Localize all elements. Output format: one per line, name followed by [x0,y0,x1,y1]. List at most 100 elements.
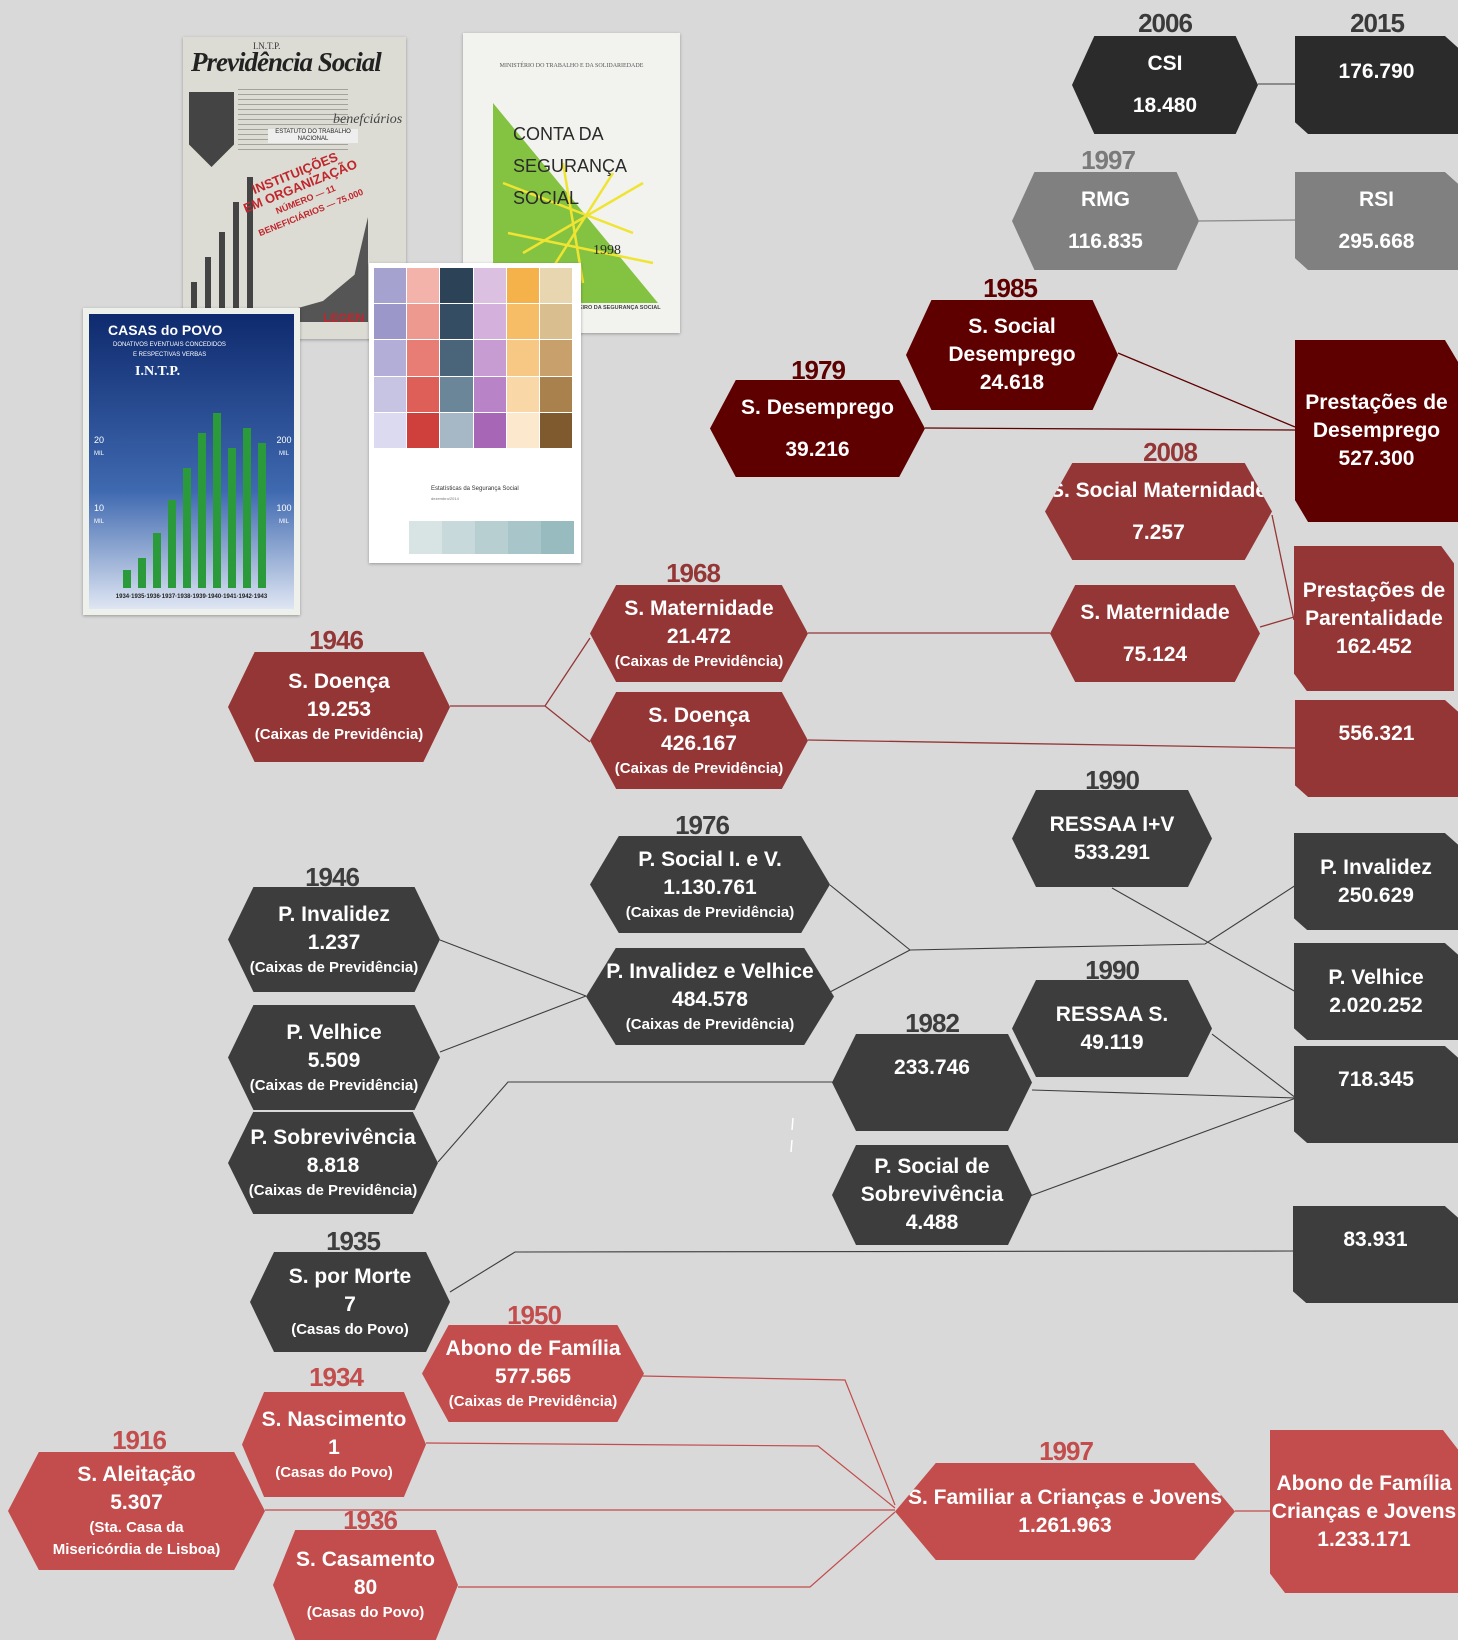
node-value: 1 [328,1435,340,1459]
year-nasc: 1934 [309,1362,364,1392]
connector-sd-prest [924,427,1296,431]
palette-swatch [506,268,539,304]
cp-intp: I.N.T.P. [135,364,181,379]
dash-mark [790,1117,794,1153]
palette-swatch [539,304,572,340]
node-value: 162.452 [1336,634,1412,658]
node-value: 527.300 [1338,447,1415,470]
year-smat: 1968 [666,558,721,588]
cp-left-tick: MIL [93,451,104,457]
year-sdoenca: 1946 [309,625,364,655]
node-prest-parentalidade: Prestações de Parentalidade 162.452 [1294,546,1454,691]
node-sub: (Casas do Povo) [275,1463,393,1481]
node-title: S. Maternidade [624,596,774,620]
palette-swatch [407,304,440,340]
node-title: P. Social I. e V. [638,847,782,871]
palette-swatch [473,340,506,376]
thumbnail-casas-do-povo: CASAS do POVO DONATIVOS EVENTUAIS CONCED… [83,308,300,615]
node-title-1: Abono de Família [1276,1471,1452,1495]
node-title: S. por Morte [288,1265,412,1288]
cp-right-tick: 100 [276,503,292,513]
node-ressaa-iv: RESSAA I+V 533.291 [1012,790,1212,887]
node-s-casamento: S. Casamento 80 (Casas do Povo) [273,1530,458,1640]
cp-title: CASAS do POVO [108,322,223,338]
estat-date: dezembro/2014 [431,496,459,501]
year-rmg: 1997 [1081,145,1136,175]
node-sobrevivencia-2015: 718.345 [1294,1046,1458,1143]
cp-right-tick: 200 [276,435,292,445]
year-ressaa-s: 1990 [1085,955,1140,985]
palette-swatch [473,304,506,340]
node-title-2: Desemprego [1312,419,1441,442]
palette-swatch [506,340,539,376]
node-title-1: S. Social [968,315,1056,338]
node-value: 4.488 [905,1211,959,1234]
cp-right-tick: MIL [278,519,289,525]
connector-pvelhice46-piv [439,995,587,1053]
year-psiv: 1976 [675,810,730,840]
palette-swatch [506,304,539,340]
palette-swatch [407,268,440,304]
palette-swatch [440,304,473,340]
node-value: 426.167 [661,731,737,755]
node-value: 24.618 [979,371,1045,394]
node-sub: (Caixas de Previdência) [249,1076,419,1094]
node-value: 116.835 [1068,230,1143,253]
node-title: P. Velhice [1328,965,1424,989]
node-value: 295.668 [1338,230,1415,253]
palette-swatch [407,340,440,376]
node-value: 1.261.963 [1018,1513,1112,1537]
palette-swatch [440,268,473,304]
thumb-badge: INSTITUIÇÕES EM ORGANIZAÇÃO NÚMERO — 11 … [232,143,374,244]
node-title: Abono de Família [445,1336,621,1360]
palette-swatch [473,376,506,412]
node-title-2: Crianças e Jovens [1271,1499,1457,1523]
year-pinv: 1946 [305,862,360,892]
node-ressaa-s: RESSAA S. 49.119 [1012,980,1212,1077]
node-value: 49.119 [1080,1030,1144,1054]
palette-swatch [539,340,572,376]
palette-swatch [374,268,407,304]
node-value: 83.931 [1343,1227,1408,1251]
year-ssd: 1985 [983,273,1038,303]
node-value: 80 [353,1576,378,1599]
node-p-invalidez-velhice: P. Invalidez e Velhice 484.578 (Caixas d… [586,948,834,1045]
thumb-shield-icon [189,92,234,167]
node-value: 19.253 [306,698,372,721]
node-title: P. Invalidez [278,902,390,926]
node-sub: (Caixas de Previdência) [248,1182,418,1199]
year-morte: 1935 [326,1226,381,1256]
connector-psobrev-1982 [437,1081,835,1163]
cp-sub1: DONATIVOS EVENTUAIS CONCEDIDOS [113,342,226,348]
conta-year: 1998 [593,243,621,258]
node-title: S. Doença [288,670,390,693]
node-rmg: RMG 116.835 [1012,172,1199,270]
conta-title-line2: SEGURANÇA [513,156,628,176]
node-title: S. Desemprego [741,395,894,419]
conta-footer: FINANCEIRO DA SEGURANÇA SOCIAL [558,305,661,311]
node-value: 2.020.252 [1329,993,1423,1017]
node-sub: (Caixas de Previdência) [625,903,795,921]
node-ss-desemprego: S. Social Desemprego 24.618 [906,300,1118,410]
conta-title: CONTA DA SEGURANÇA SOCIAL [513,118,627,214]
palette-swatch [374,340,407,376]
thumb-title: Previdência Social [191,47,382,77]
node-value: 250.629 [1338,883,1414,907]
node-p-social-sobrevivencia: P. Social de Sobrevivência 4.488 [832,1145,1032,1245]
connector-pinv46-piv [439,939,587,997]
node-title: S. Casamento [296,1548,435,1571]
node-ss-maternidade: S. Social Maternidade 7.257 [1045,463,1272,560]
cp-sub2: E RESPECTIVAS VERBAS [133,352,207,358]
connector-nasc-sfcj [425,1442,896,1509]
palette-swatch [374,412,407,448]
node-sub: (Caixas de Previdência) [614,652,784,670]
connector-sdoenca68-2015 [807,739,1296,749]
cp-left-axis: 20 MIL 10 MIL [91,433,107,529]
node-title: RSI [1358,188,1394,211]
palette-swatch [407,412,440,448]
node-s-doenca-1968: S. Doença 426.167 (Caixas de Previdência… [590,692,808,789]
palette-swatch [473,268,506,304]
palette-swatch [539,376,572,412]
node-title: S. Aleitação [77,1463,196,1486]
cp-right-tick: MIL [278,451,289,457]
